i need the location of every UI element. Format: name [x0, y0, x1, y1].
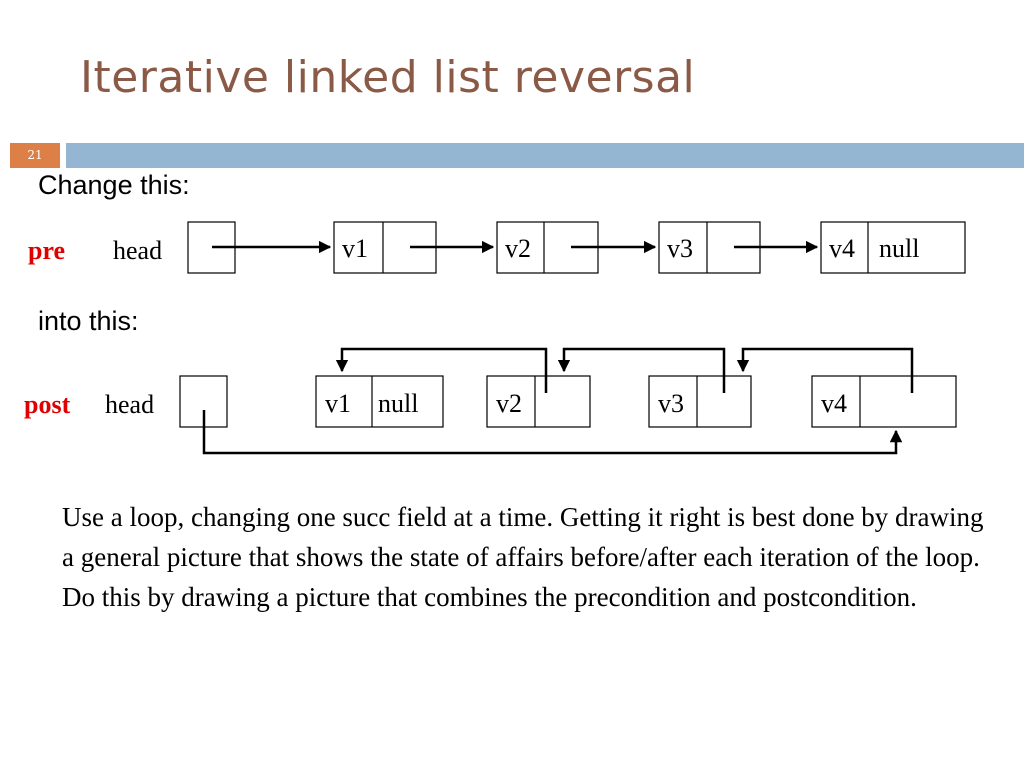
node-succ-null: null [378, 389, 418, 418]
post-v2-succ-arrow [335, 347, 548, 393]
node-box [486, 375, 591, 428]
node-value: v4 [821, 389, 847, 418]
pre-list: pre head v1 v2 v3 v4 null [28, 221, 966, 274]
slide-title: Iterative linked list reversal [80, 52, 696, 103]
post-node-v3: v3 [648, 375, 752, 428]
pre-label: pre [28, 236, 65, 265]
node-box [648, 375, 752, 428]
node-box [315, 375, 444, 428]
post-head-arrow [202, 410, 903, 455]
node-value: v4 [829, 234, 855, 263]
post-node-v4: v4 [811, 375, 957, 428]
node-value: v1 [342, 234, 368, 263]
node-value: v3 [667, 234, 693, 263]
node-succ-null: null [879, 234, 919, 263]
post-v4-succ-arrow [736, 347, 914, 393]
node-value: v2 [496, 389, 522, 418]
node-value: v2 [505, 234, 531, 263]
pre-head-label: head [113, 236, 162, 265]
pre-node-v2: v2 [496, 221, 599, 274]
title-divider-bar [66, 143, 1024, 168]
caption-into-this: into this: [38, 306, 139, 336]
post-node-v2: v2 [486, 375, 591, 428]
node-box [820, 221, 966, 274]
post-v3-succ-arrow [557, 347, 726, 393]
post-label: post [24, 390, 71, 419]
pre-node-v4: v4 null [820, 221, 966, 274]
caption-change-this: Change this: [38, 170, 190, 200]
node-value: v1 [325, 389, 351, 418]
post-head-label: head [105, 390, 154, 419]
post-list: post head v1 null v2 v3 v4 [24, 347, 957, 455]
slide-number-badge: 21 [10, 143, 60, 168]
node-box [811, 375, 957, 428]
node-box [496, 221, 599, 274]
post-node-v1: v1 null [315, 375, 444, 428]
explanation-paragraph: Use a loop, changing one succ field at a… [62, 502, 984, 612]
node-value: v3 [658, 389, 684, 418]
